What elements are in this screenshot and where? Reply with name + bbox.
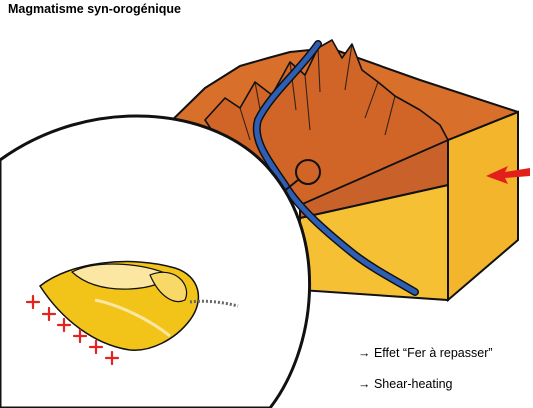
flat-iron-icon [39, 260, 239, 351]
compression-arrow-icon [486, 166, 530, 184]
ridge-lines [239, 43, 396, 141]
note-shear-heating: → Shear-heating [358, 377, 453, 391]
mantle-side-face [447, 110, 519, 303]
heat-plus-icon [25, 294, 120, 366]
zoom-circle-icon [295, 159, 321, 185]
page-title: Magmatisme syn-orogénique [8, 2, 181, 16]
note-ironing-effect: → Effet “Fer à repasser” [358, 346, 493, 360]
magma-channel [254, 41, 418, 295]
